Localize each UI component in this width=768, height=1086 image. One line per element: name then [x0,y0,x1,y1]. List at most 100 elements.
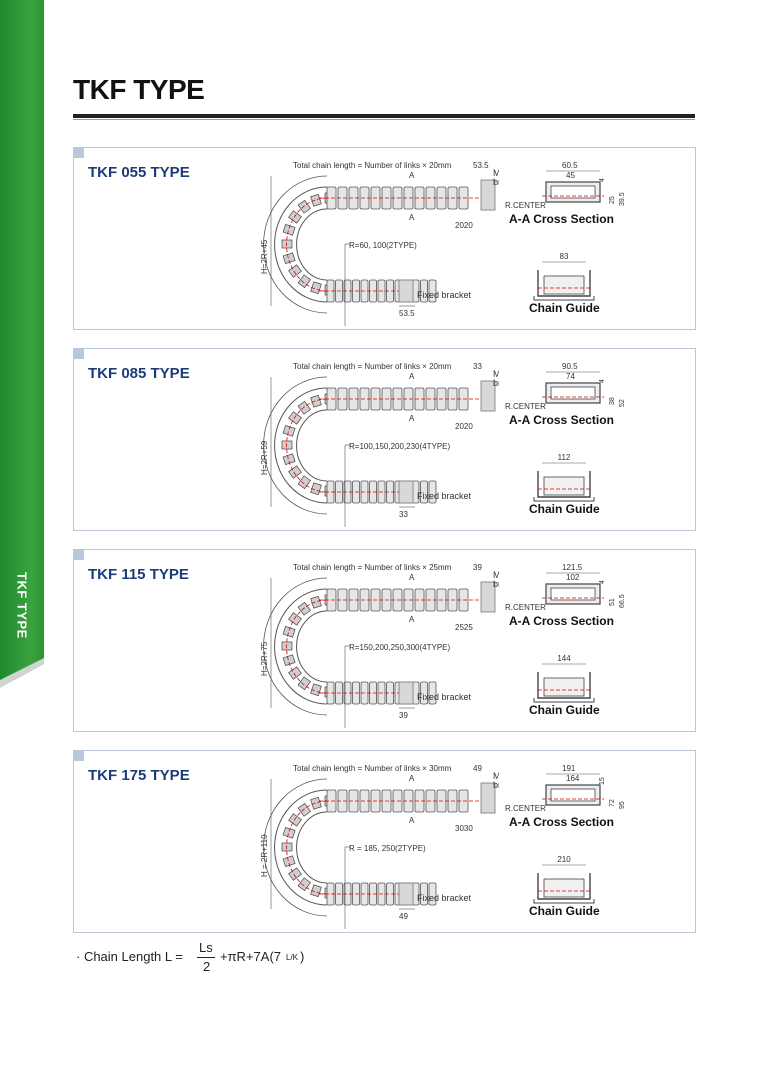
bracket-dim-top: 49 [473,764,482,773]
bracket-dim-top: 53.5 [473,161,489,170]
section-marker-top: A [409,573,415,582]
dim-inner-height: 51 [609,598,616,606]
cross-section-label: A-A Cross Section [509,815,614,829]
inner-width: 102 [566,573,580,582]
guide-width: 112 [558,453,571,462]
title-rule-thin [73,119,695,120]
formula-close: ) [300,949,305,964]
r-center-label: R.CENTER [505,804,546,813]
radius-label: R=60, 100(2TYPE) [349,241,417,250]
fixed-bracket-dim: 33 [399,510,408,519]
chain-guide-diagram: 112 [533,453,595,502]
panel-title: TKF 055 TYPE [88,164,190,181]
panel-title: TKF 175 TYPE [88,767,190,784]
dim-inner-height: 38 [609,397,616,405]
formula-suffix: +πR+7A(7 [220,949,282,964]
chain-side-diagram: Total chain length = Number of links × 2… [260,362,499,527]
moving-bracket-line2: bracket [493,780,499,790]
outer-width: 90.5 [562,362,578,371]
panel-corner-marker [73,750,84,761]
guide-width: 83 [560,252,569,261]
dim-outer-height: 52 [619,399,626,407]
guide-width: 144 [557,654,571,663]
pitch-pair: 2525 [455,623,473,632]
section-marker-bottom: A [409,816,415,825]
section-marker-bottom: A [409,414,415,423]
dim-inner-height: 72 [609,799,616,807]
bracket-dim-top: 33 [473,362,482,371]
cross-section-diagram: 191 164 R.CENTER 15 72 95 [505,764,626,813]
inner-width: 74 [566,372,575,381]
panel-tkf-type: TKF 175 TYPE Total chain length = Number… [73,750,696,933]
section-marker-top: A [409,372,415,381]
pitch-pair: 2020 [455,221,473,230]
outer-width: 60.5 [562,161,578,170]
height-label: H = 2R+110 [260,834,269,877]
fixed-bracket-label: Fixed bracket [417,692,472,702]
pitch-pair: 2020 [455,422,473,431]
total-length-text: Total chain length = Number of links × 2… [293,563,452,572]
formula-denominator: 2 [203,959,211,974]
dim-top: 15 [599,777,606,785]
fixed-bracket-label: Fixed bracket [417,491,472,501]
panel-tkf-type: TKF 055 TYPE Total chain length = Number… [73,147,696,330]
chain-guide-label: Chain Guide [529,502,600,516]
dim-top: 4 [599,178,606,182]
radius-label: R = 185, 250(2TYPE) [349,844,426,853]
formula-subscript: L/K [286,953,299,962]
sidebar-label: TKF TYPE [14,571,30,639]
chain-guide-label: Chain Guide [529,904,600,918]
moving-bracket-line1: Moving [493,168,499,178]
moving-bracket-line2: bracket [493,579,499,589]
height-label: H=2R+75 [260,641,269,676]
panel-corner-marker [73,549,84,560]
title-rule [73,114,695,118]
cross-section-label: A-A Cross Section [509,614,614,628]
cross-section-diagram: 121.5 102 R.CENTER 4 51 66.5 [505,563,626,612]
cross-section-label: A-A Cross Section [509,413,614,427]
moving-bracket-line2: bracket [493,378,499,388]
moving-bracket-line1: Moving [493,570,499,580]
chain-side-diagram: Total chain length = Number of links × 3… [260,764,499,929]
formula-fraction-bar [197,957,215,958]
section-marker-bottom: A [409,213,415,222]
moving-bracket-line1: Moving [493,369,499,379]
panel-corner-marker [73,147,84,158]
section-marker-bottom: A [409,615,415,624]
pitch-pair: 3030 [455,824,473,833]
outer-width: 191 [562,764,576,773]
chain-side-diagram: Total chain length = Number of links × 2… [260,161,499,326]
chain-side-diagram: Total chain length = Number of links × 2… [260,563,499,728]
panel-title: TKF 085 TYPE [88,365,190,382]
cross-section-label: A-A Cross Section [509,212,614,226]
radius-label: R=150,200,250,300(4TYPE) [349,643,451,652]
height-label: H=2R+59 [260,440,269,475]
cross-section-diagram: 60.5 45 R.CENTER 4 25 39.5 [505,161,626,210]
dim-outer-height: 95 [619,801,626,809]
chain-guide-diagram: 144 [533,654,595,703]
total-length-text: Total chain length = Number of links × 3… [293,764,452,773]
r-center-label: R.CENTER [505,402,546,411]
panel-title: TKF 115 TYPE [88,566,189,583]
fixed-bracket-dim: 53.5 [399,309,415,318]
formula-numerator: Ls [199,940,213,955]
fixed-bracket-label: Fixed bracket [417,893,472,903]
fixed-bracket-dim: 49 [399,912,408,921]
moving-bracket-line1: Moving [493,771,499,781]
sidebar-cut-edge [0,658,44,698]
inner-width: 45 [566,171,575,180]
chain-guide-label: Chain Guide [529,301,600,315]
dim-inner-height: 25 [609,196,616,204]
inner-width: 164 [566,774,580,783]
height-label: H=2R+45 [260,239,269,274]
formula-prefix: · Chain Length L = [76,949,183,964]
chain-guide-diagram: 210 [533,855,595,904]
moving-bracket-line2: bracket [493,177,499,187]
section-marker-top: A [409,774,415,783]
page-title: TKF TYPE [73,74,205,105]
dim-top: 4 [599,379,606,383]
chain-guide-label: Chain Guide [529,703,600,717]
panel-corner-marker [73,348,84,359]
dim-outer-height: 39.5 [619,192,626,206]
fixed-bracket-dim: 39 [399,711,408,720]
